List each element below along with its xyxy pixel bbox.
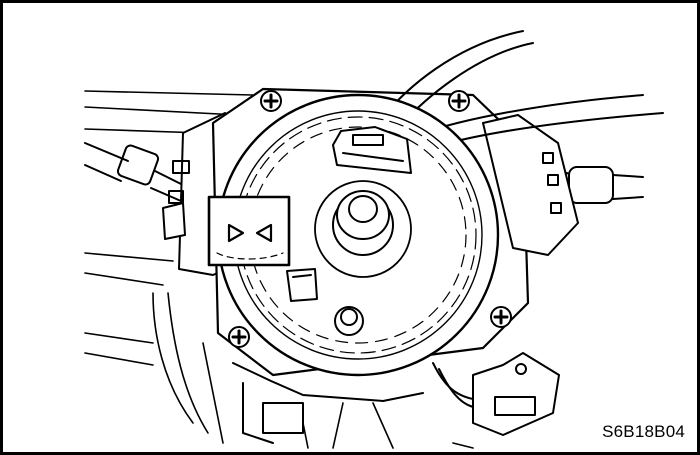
lower-assembly: [232, 362, 424, 444]
screw-bottom-right: [490, 306, 512, 328]
clock-spring-connector: [332, 126, 412, 174]
right-wire-harness: [482, 114, 644, 256]
screw-top-right: [448, 90, 470, 112]
left-wire-harness: [84, 142, 184, 202]
column-housing-lines: [84, 90, 474, 449]
figure-code-label: S6B18B04: [602, 422, 685, 441]
screw-bottom-left: [228, 326, 250, 348]
lower-right-connector: [432, 352, 560, 436]
center-hub: [314, 180, 412, 278]
clockspring-illustration: [84, 30, 664, 449]
boss-pin: [334, 306, 364, 336]
alignment-tab: [286, 268, 318, 302]
alignment-mark-callout: [207, 195, 291, 267]
screw-top-left: [260, 90, 282, 112]
